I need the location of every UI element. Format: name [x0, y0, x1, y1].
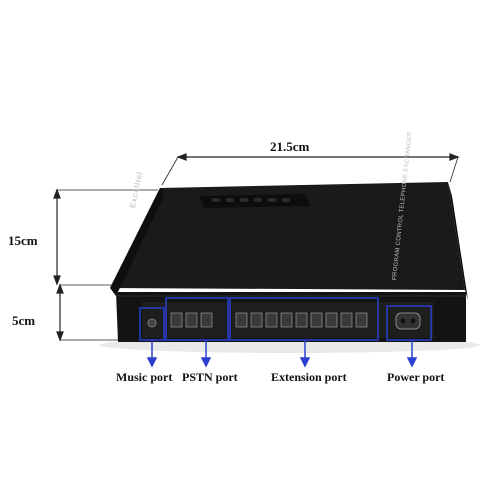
pstn-port-label: PSTN port [182, 370, 238, 384]
power-port-label: Power port [387, 370, 445, 384]
music-port-jack [147, 318, 157, 328]
power-port-socket [395, 312, 421, 330]
width-label: 21.5cm [270, 139, 310, 154]
height-label: 5cm [12, 313, 36, 328]
extension-port-jacks [235, 312, 368, 328]
extension-port-highlight [229, 297, 379, 341]
extension-port-label: Extension port [271, 370, 347, 384]
port-highlight-boxes [139, 297, 432, 341]
pstn-port-jacks [170, 312, 213, 328]
pstn-port-highlight [165, 297, 229, 341]
depth-label: 15cm [8, 233, 38, 248]
device-top-surface [110, 182, 465, 290]
device-left-edge [110, 188, 164, 296]
device-top-vents [212, 198, 290, 202]
port-callout-arrows [146, 340, 418, 368]
device-right-edge [448, 182, 468, 300]
power-port-highlight [386, 305, 432, 341]
music-port-label: Music port [116, 370, 173, 384]
dimension-lines [53, 153, 460, 342]
